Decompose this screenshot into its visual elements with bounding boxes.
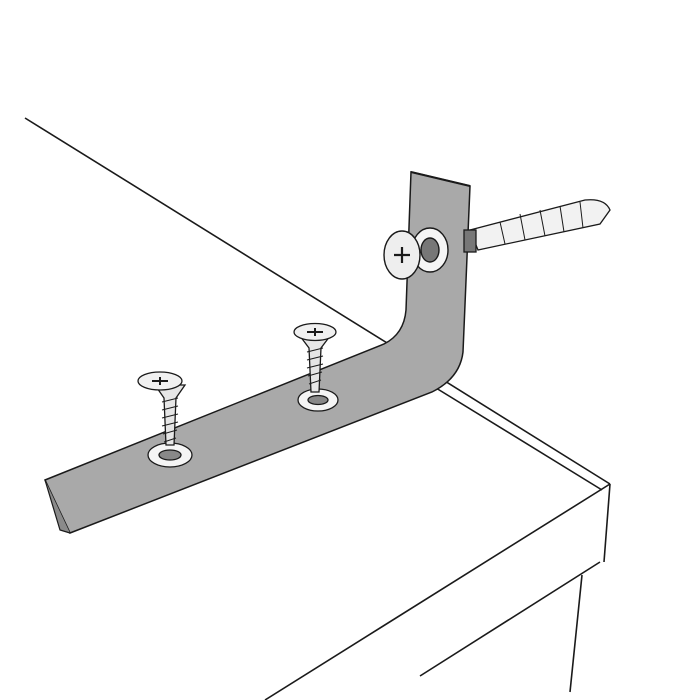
- furniture-side-drop-edge: [569, 574, 583, 693]
- furniture-side-inner-edge: [435, 387, 603, 491]
- furniture-corner-edge: [603, 483, 611, 563]
- furniture-outline: [24, 117, 611, 700]
- furniture-top-side-edge: [439, 377, 611, 485]
- screw-icon: [137, 371, 193, 468]
- screw-icon: [293, 322, 339, 412]
- angle-bracket-icon: [43, 171, 471, 534]
- furniture-front-edge: [264, 483, 611, 700]
- wall-plug-icon: [463, 199, 611, 253]
- screw-icon: [383, 227, 449, 280]
- furniture-front-edge-inner: [419, 561, 601, 677]
- furniture-top-back-edge: [24, 117, 393, 347]
